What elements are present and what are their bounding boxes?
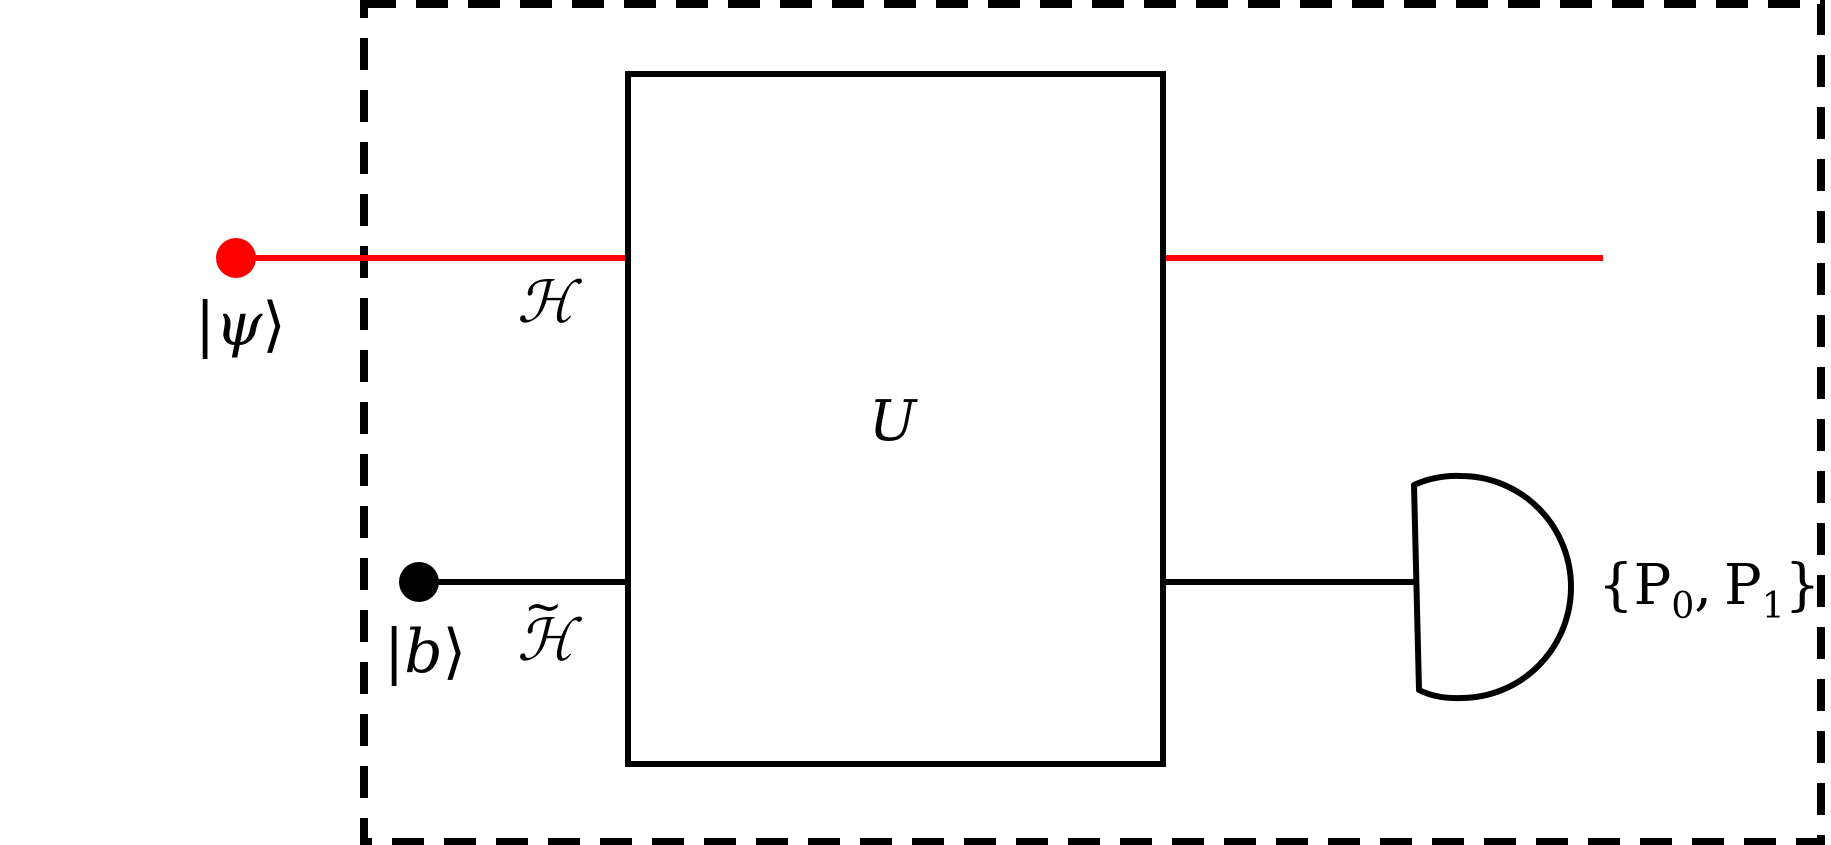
input-space-label: ℋ — [517, 268, 583, 336]
ancilla-space-tilde: ~ — [524, 579, 563, 633]
ancilla-state-dot — [399, 562, 439, 602]
ancilla-state-label: |b⟩ — [384, 617, 466, 687]
input-state-label: |ψ⟩ — [195, 290, 286, 360]
unitary-label: U — [869, 389, 918, 454]
ancilla-state-bracket: ⟩ — [443, 617, 466, 687]
ancilla-state-bar: | — [384, 617, 404, 687]
measurement-label: {P0,P1} — [1598, 553, 1820, 627]
input-state-bracket: ⟩ — [262, 290, 285, 360]
measurement-close-brace: } — [1785, 553, 1821, 618]
dashed-boundary — [360, 0, 1825, 845]
input-state-symbol: ψ — [215, 290, 263, 360]
unitary-box — [625, 71, 1166, 767]
ancilla-space-label: ℋ — [517, 606, 583, 674]
input-state-dot — [216, 238, 256, 278]
input-state-bar: | — [195, 290, 215, 360]
measurement-open-brace: { — [1598, 553, 1634, 618]
measurement-meter-icon — [1411, 472, 1574, 702]
measurement-p0-subscript: 0 — [1671, 586, 1694, 627]
measurement-p1-subscript: 1 — [1762, 586, 1785, 627]
measurement-separator: , — [1694, 553, 1712, 618]
ancilla-state-symbol: b — [404, 617, 442, 687]
measurement-p1: P — [1724, 553, 1762, 618]
measurement-p0: P — [1634, 553, 1672, 618]
